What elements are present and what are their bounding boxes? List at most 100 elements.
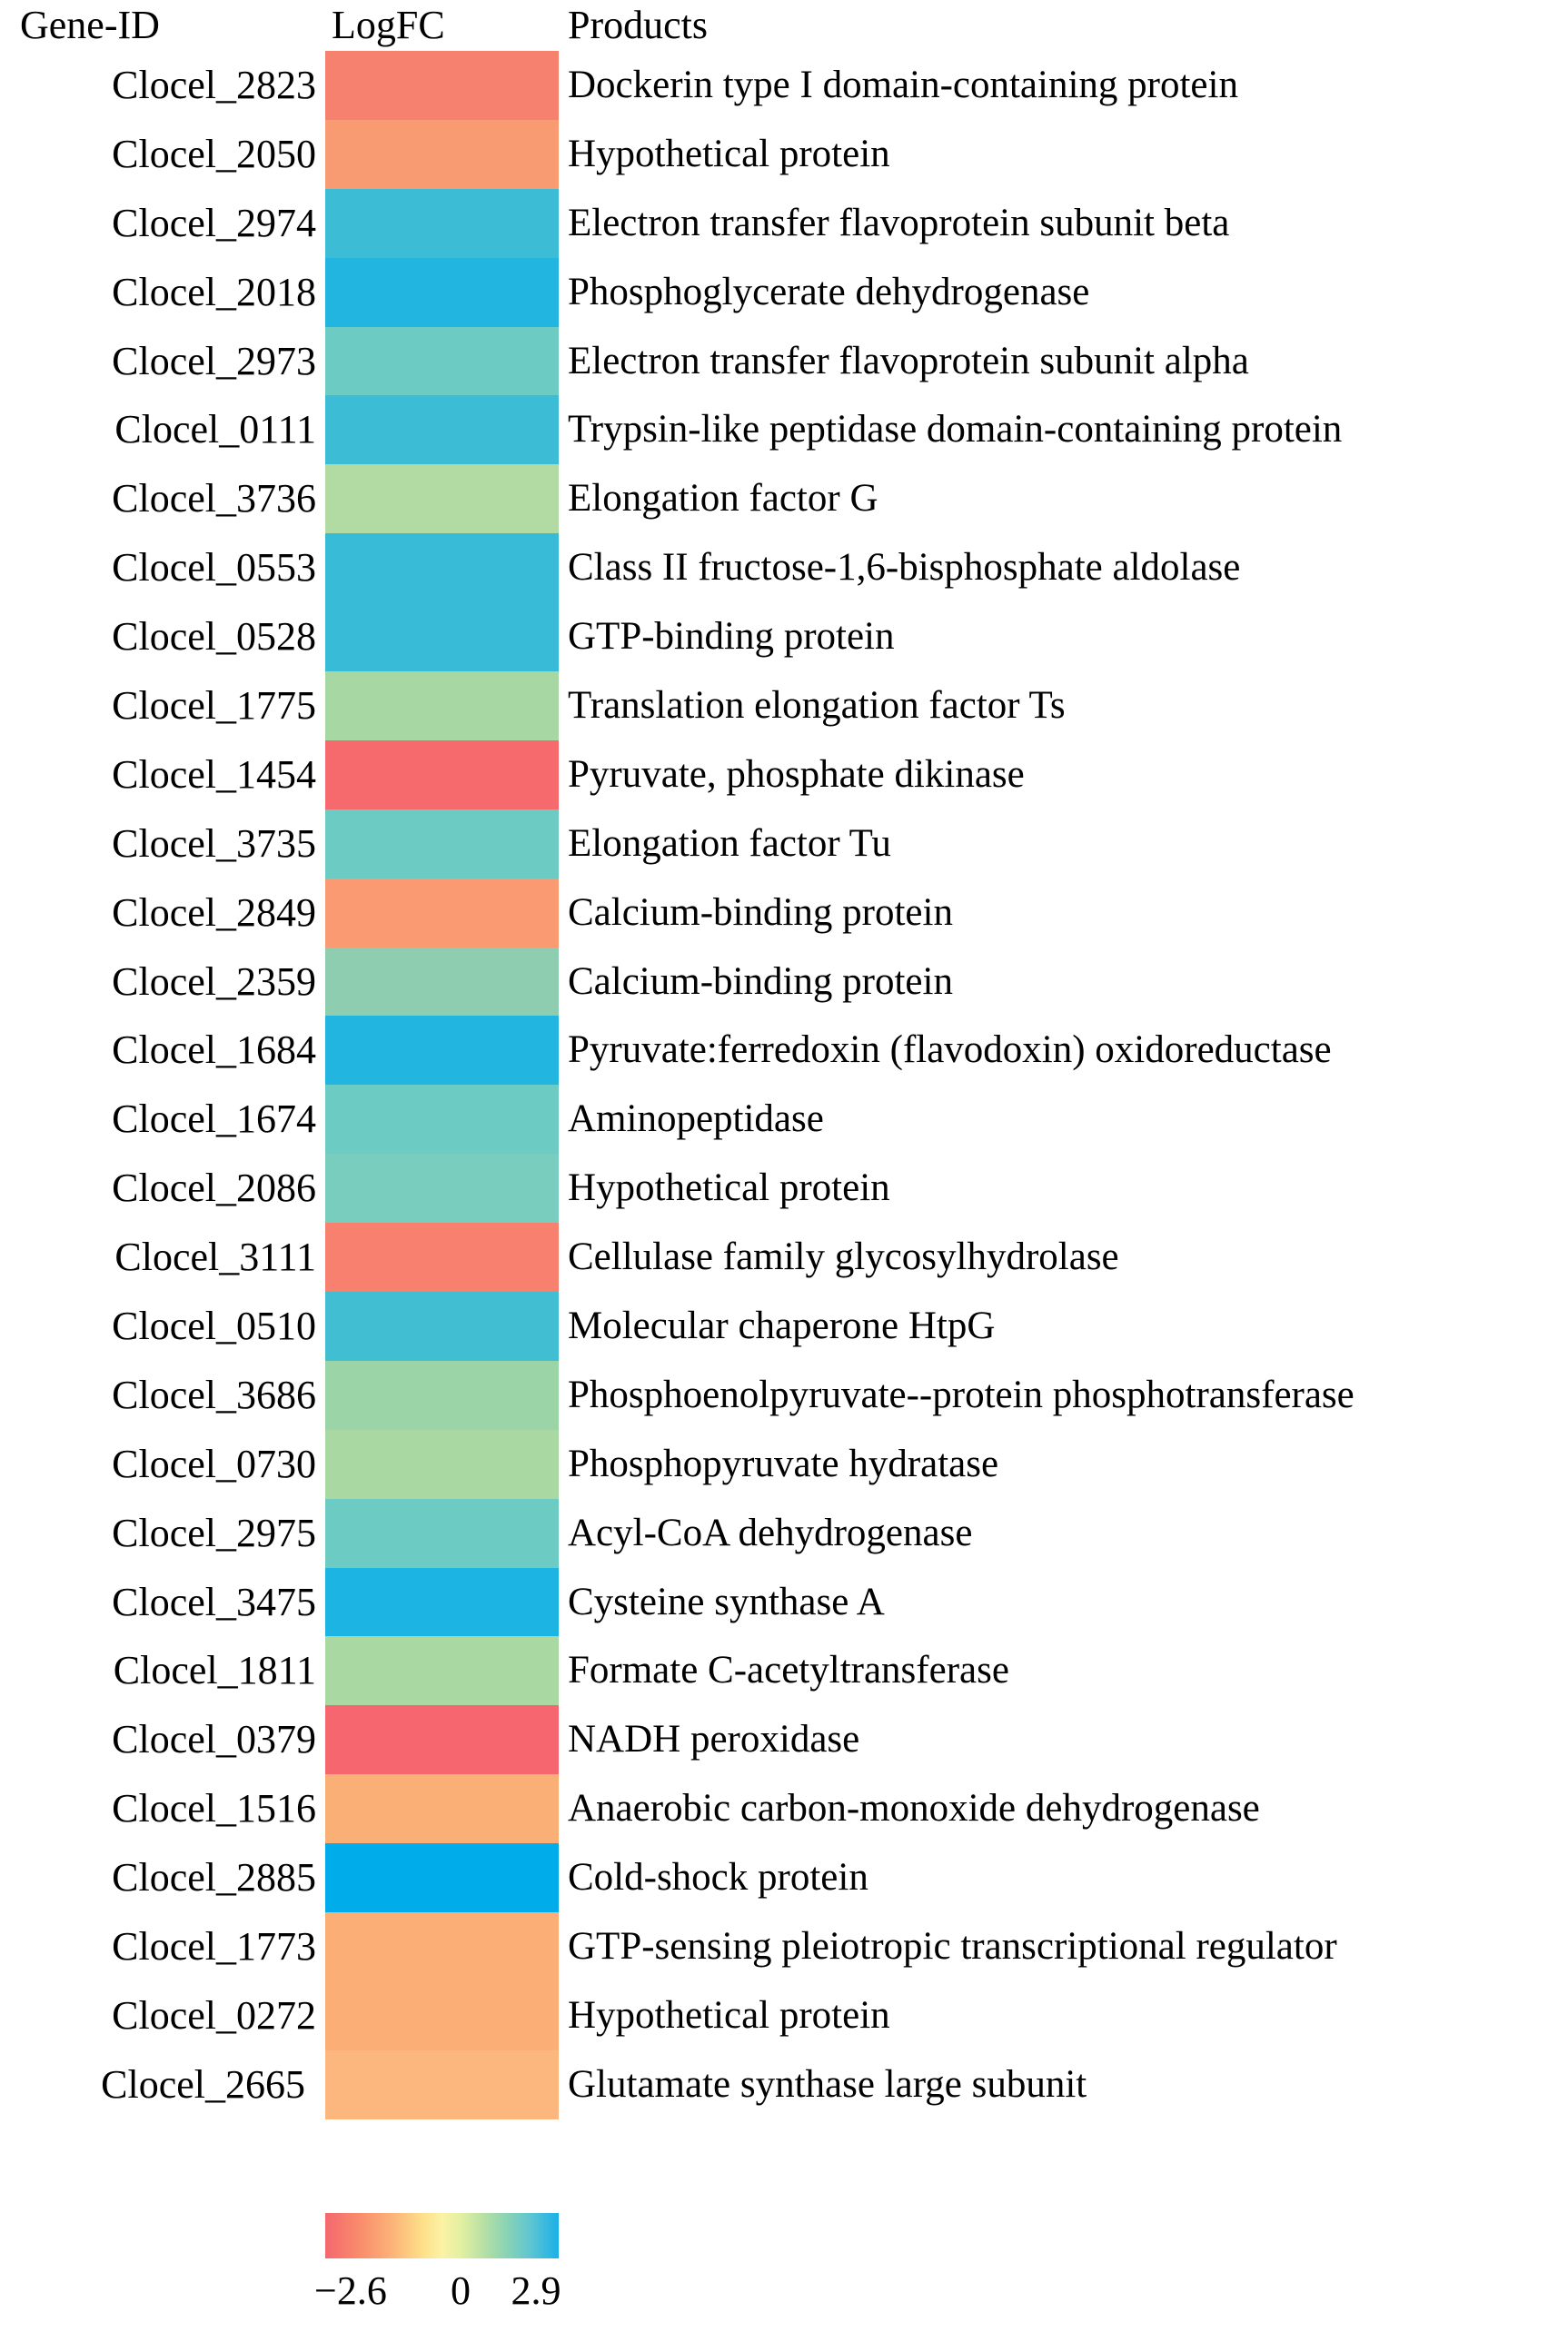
logfc-color-cell	[325, 1636, 559, 1706]
heatmap-row: Clocel_0272 Hypothetical protein	[0, 1980, 1568, 2050]
product-label: Phosphoenolpyruvate--protein phosphotran…	[568, 1373, 1355, 1416]
product-label: Phosphopyruvate hydratase	[568, 1442, 999, 1485]
gene-id-label: Clocel_1773	[112, 1924, 316, 1970]
product-label: GTP-binding protein	[568, 615, 895, 659]
logfc-color-cell	[325, 257, 559, 327]
logfc-color-cell	[325, 1085, 559, 1155]
gene-id-label: Clocel_0553	[112, 545, 316, 590]
colorbar-gradient	[325, 2213, 559, 2258]
product-label: Electron transfer flavoprotein subunit a…	[568, 339, 1249, 382]
heatmap-row: Clocel_0553 Class II fructose-1,6-bisphos…	[0, 533, 1568, 603]
heatmap-row: Clocel_3735 Elongation factor Tu	[0, 809, 1568, 878]
column-header-row: Gene-ID LogFC Products	[0, 4, 1568, 47]
gene-id-label: Clocel_2975	[112, 1510, 316, 1555]
gene-id-label: Clocel_2885	[112, 1855, 316, 1900]
gene-id-label: Clocel_2665	[101, 2061, 305, 2107]
colorbar-tick-labels: −2.6 0 2.9	[300, 2264, 627, 2318]
heatmap-row: Clocel_3475 Cysteine synthase A	[0, 1567, 1568, 1637]
logfc-color-cell	[325, 188, 559, 258]
product-label: NADH peroxidase	[568, 1718, 860, 1761]
product-label: Hypothetical protein	[568, 1166, 890, 1210]
logfc-color-cell	[325, 739, 559, 809]
gene-id-label: Clocel_1775	[112, 683, 316, 729]
logfc-color-cell	[325, 464, 559, 534]
heatmap-row: Clocel_1674 Aminopeptidase	[0, 1085, 1568, 1155]
gene-id-label: Clocel_0528	[112, 614, 316, 660]
column-header-logfc: LogFC	[332, 3, 445, 47]
product-label: Aminopeptidase	[568, 1097, 824, 1141]
colorbar-tick-mid: 0	[451, 2268, 471, 2313]
gene-id-label: Clocel_0730	[112, 1441, 316, 1486]
product-label: Glutamate synthase large subunit	[568, 2062, 1087, 2106]
product-label: Electron transfer flavoprotein subunit b…	[568, 201, 1230, 244]
heatmap-row: Clocel_2975 Acyl-CoA dehydrogenase	[0, 1498, 1568, 1568]
heatmap-row: Clocel_0528 GTP-binding protein	[0, 602, 1568, 672]
gene-id-label: Clocel_0379	[112, 1717, 316, 1762]
heatmap-row: Clocel_3736 Elongation factor G	[0, 464, 1568, 534]
logfc-color-cell	[325, 671, 559, 740]
logfc-color-cell	[325, 1016, 559, 1086]
gene-id-label: Clocel_0272	[112, 1992, 316, 2038]
product-label: Phosphoglycerate dehydrogenase	[568, 270, 1090, 313]
colorbar-tick-min: −2.6	[314, 2268, 387, 2313]
gene-id-label: Clocel_3686	[112, 1372, 316, 1417]
product-label: Elongation factor G	[568, 477, 878, 521]
gene-id-label: Clocel_1516	[112, 1786, 316, 1831]
gene-id-label: Clocel_2849	[112, 889, 316, 935]
logfc-color-cell	[325, 1498, 559, 1568]
product-label: Elongation factor Tu	[568, 821, 891, 865]
heatmap-row: Clocel_0379 NADH peroxidase	[0, 1705, 1568, 1775]
product-label: Trypsin-like peptidase domain-containing…	[568, 408, 1343, 452]
logfc-color-cell	[325, 947, 559, 1017]
logfc-color-cell	[325, 1980, 559, 2050]
gene-id-label: Clocel_2974	[112, 200, 316, 245]
logfc-color-cell	[325, 1774, 559, 1844]
heatmap-row: Clocel_2885 Cold-shock protein	[0, 1843, 1568, 1913]
logfc-color-cell	[325, 602, 559, 672]
heatmap-row: Clocel_1811 Formate C-acetyltransferase	[0, 1636, 1568, 1706]
logfc-color-cell	[325, 1429, 559, 1499]
gene-id-label: Clocel_3475	[112, 1579, 316, 1624]
logfc-color-cell	[325, 2049, 559, 2119]
gene-id-label: Clocel_1684	[112, 1027, 316, 1073]
product-label: Acyl-CoA dehydrogenase	[568, 1511, 973, 1554]
logfc-color-cell	[325, 1223, 559, 1293]
gene-id-label: Clocel_2050	[112, 131, 316, 176]
heatmap-row: Clocel_1454 Pyruvate, phosphate dikinase	[0, 739, 1568, 809]
heatmap-row: Clocel_0730 Phosphopyruvate hydratase	[0, 1429, 1568, 1499]
logfc-color-cell	[325, 1912, 559, 1981]
gene-id-label: Clocel_3735	[112, 820, 316, 866]
product-label: Class II fructose-1,6-bisphosphate aldol…	[568, 546, 1241, 590]
colorbar-tick-max: 2.9	[511, 2268, 561, 2313]
product-label: Translation elongation factor Ts	[568, 684, 1066, 728]
logfc-color-cell	[325, 1154, 559, 1224]
logfc-color-cell	[325, 51, 559, 120]
product-label: Cysteine synthase A	[568, 1580, 885, 1623]
gene-id-label: Clocel_1811	[113, 1648, 316, 1693]
logfc-color-cell	[325, 1843, 559, 1913]
gene-id-label: Clocel_3736	[112, 476, 316, 521]
gene-id-label: Clocel_2359	[112, 958, 316, 1004]
gene-id-label: Clocel_1674	[112, 1097, 316, 1142]
product-label: Pyruvate, phosphate dikinase	[568, 752, 1025, 796]
gene-id-label: Clocel_1454	[112, 751, 316, 797]
heatmap-row: Clocel_2665 Glutamate synthase large subu…	[0, 2049, 1568, 2119]
product-label: Hypothetical protein	[568, 1993, 890, 2037]
product-label: Formate C-acetyltransferase	[568, 1649, 1009, 1692]
heatmap-row: Clocel_1684 Pyruvate:ferredoxin (flavodox…	[0, 1016, 1568, 1086]
product-label: Cold-shock protein	[568, 1856, 868, 1900]
product-label: Molecular chaperone HtpG	[568, 1305, 996, 1348]
product-label: Pyruvate:ferredoxin (flavodoxin) oxidore…	[568, 1028, 1332, 1072]
column-header-gene-id: Gene-ID	[20, 3, 160, 47]
